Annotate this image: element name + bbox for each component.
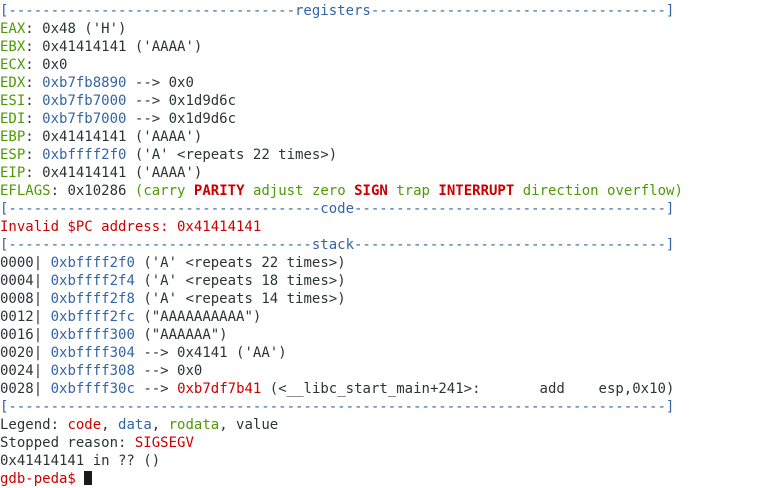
register-name: ESP — [0, 147, 26, 163]
register-eax: EAX: 0x48 ('H') — [0, 21, 127, 37]
legend-line: Legend: code, data, rodata, value — [0, 417, 279, 433]
stack-value: ('A' <repeats 18 times>) — [143, 273, 346, 289]
stack-row: 0016| 0xbffff300 ("AAAAAA") — [0, 326, 228, 344]
register-esp: ESP: 0xbffff2f0 ('A' <repeats 22 times>) — [0, 147, 338, 163]
stack-value: --> 0x4141 ('AA') — [143, 345, 287, 361]
register-address: 0xb7fb8890 — [42, 75, 127, 91]
register-eflags: EFLAGS: 0x10286 (carry PARITY adjust zer… — [0, 183, 683, 199]
legend-rodata: rodata — [168, 417, 220, 433]
flag-direction: direction — [522, 183, 599, 199]
register-name: ESI — [0, 93, 26, 109]
stack-code-target: 0xb7df7b41 — [177, 381, 262, 397]
stack-offset: 0012| — [0, 309, 43, 325]
register-value: 0x41414141 ('AAAA') — [42, 39, 203, 55]
stack-address: 0xbffff308 — [50, 363, 135, 379]
stack-address: 0xbffff2f0 — [50, 255, 135, 271]
flag-parity: PARITY — [193, 183, 245, 199]
command-prompt-line[interactable]: gdb-peda$ — [0, 470, 93, 488]
stopped-reason-value: SIGSEGV — [134, 435, 194, 451]
flags-close: ) — [674, 183, 683, 199]
legend-data: data — [118, 417, 152, 433]
register-ebx: EBX: 0x41414141 ('AAAA') — [0, 39, 203, 55]
flag-sign: SIGN — [354, 183, 388, 199]
bottom-separator: [---------------------------------------… — [0, 399, 675, 415]
stack-row: 0004| 0xbffff2f4 ('A' <repeats 18 times>… — [0, 272, 346, 290]
register-value: 0x48 ('H') — [42, 21, 127, 37]
stack-address: 0xbffff30c — [50, 381, 135, 397]
register-edi: EDI: 0xb7fb7000 --> 0x1d9d6c — [0, 111, 237, 127]
register-esi: ESI: 0xb7fb7000 --> 0x1d9d6c — [0, 93, 237, 109]
stack-address: 0xbffff2f4 — [50, 273, 135, 289]
stopped-reason-label: Stopped reason: — [0, 435, 127, 451]
stack-value: ("AAAAAAAAAA") — [143, 309, 262, 325]
stack-address: 0xbffff300 — [50, 327, 135, 343]
register-edx: EDX: 0xb7fb8890 --> 0x0 — [0, 75, 194, 91]
register-value: 0x41414141 ('AAAA') — [42, 129, 203, 145]
stack-offset: 0024| — [0, 363, 43, 379]
flag-carry: carry — [143, 183, 186, 199]
flag-trap: trap — [396, 183, 430, 199]
stack-arrow: --> — [143, 381, 169, 397]
register-ecx: ECX: 0x0 — [0, 57, 68, 73]
register-value: 0x10286 — [67, 183, 127, 199]
stack-offset: 0004| — [0, 273, 43, 289]
stack-value: ('A' <repeats 14 times>) — [143, 291, 346, 307]
flags-open: ( — [134, 183, 144, 199]
stack-address: 0xbffff304 — [50, 345, 135, 361]
register-name: ECX — [0, 57, 26, 73]
current-frame: 0x41414141 in ?? () — [0, 453, 161, 469]
register-name: EAX — [0, 21, 26, 37]
stack-offset: 0008| — [0, 291, 43, 307]
stack-offset: 0028| — [0, 381, 43, 397]
stack-value: ("AAAAAA") — [143, 327, 228, 343]
register-ebp: EBP: 0x41414141 ('AAAA') — [0, 129, 203, 145]
register-deref: --> 0x0 — [134, 75, 194, 91]
stack-row: 0020| 0xbffff304 --> 0x4141 ('AA') — [0, 344, 287, 362]
legend-code: code — [67, 417, 102, 433]
invalid-pc-message: Invalid $PC address: 0x41414141 — [0, 219, 262, 235]
text-cursor[interactable] — [84, 471, 93, 485]
register-name: EFLAGS — [0, 183, 51, 199]
register-value: 0x41414141 ('AAAA') — [42, 165, 203, 181]
stack-address: 0xbffff2fc — [50, 309, 135, 325]
register-deref: ('A' <repeats 22 times>) — [134, 147, 338, 163]
register-address: 0xb7fb7000 — [42, 93, 127, 109]
stack-offset: 0016| — [0, 327, 43, 343]
flag-overflow: overflow — [607, 183, 675, 199]
stack-value: ('A' <repeats 22 times>) — [143, 255, 346, 271]
register-name: EBP — [0, 129, 26, 145]
register-deref: --> 0x1d9d6c — [134, 111, 237, 127]
legend-label: Legend: — [0, 417, 60, 433]
register-address: 0xbffff2f0 — [42, 147, 127, 163]
register-address: 0xb7fb7000 — [42, 111, 127, 127]
code-separator: [-------------------------------------co… — [0, 201, 675, 217]
stack-offset: 0000| — [0, 255, 43, 271]
stack-row: 0008| 0xbffff2f8 ('A' <repeats 14 times>… — [0, 290, 346, 308]
stack-row: 0024| 0xbffff308 --> 0x0 — [0, 362, 202, 380]
register-deref: --> 0x1d9d6c — [134, 93, 237, 109]
stack-row: 0012| 0xbffff2fc ("AAAAAAAAAA") — [0, 308, 261, 326]
register-name: EIP — [0, 165, 26, 181]
legend-value: value — [236, 417, 279, 433]
register-name: EBX — [0, 39, 26, 55]
register-name: EDI — [0, 111, 26, 127]
stack-value: (<__libc_start_main+241>: add esp,0x10) — [269, 381, 675, 397]
stack-row: 0000| 0xbffff2f0 ('A' <repeats 22 times>… — [0, 254, 346, 272]
stack-row: 0028| 0xbffff30c --> 0xb7df7b41 (<__libc… — [0, 380, 674, 398]
command-prompt: gdb-peda$ — [0, 471, 76, 487]
flag-zero: zero — [311, 183, 346, 199]
register-value: 0x0 — [42, 57, 68, 73]
stack-address: 0xbffff2f8 — [50, 291, 135, 307]
stopped-reason-line: Stopped reason: SIGSEGV — [0, 434, 194, 452]
stack-separator: [------------------------------------sta… — [0, 237, 675, 253]
flag-adjust: adjust — [252, 183, 304, 199]
register-eip: EIP: 0x41414141 ('AAAA') — [0, 165, 203, 181]
register-name: EDX — [0, 75, 26, 91]
flag-interrupt: INTERRUPT — [438, 183, 515, 199]
registers-separator: [----------------------------------regis… — [0, 3, 675, 19]
stack-value: --> 0x0 — [143, 363, 203, 379]
stack-offset: 0020| — [0, 345, 43, 361]
